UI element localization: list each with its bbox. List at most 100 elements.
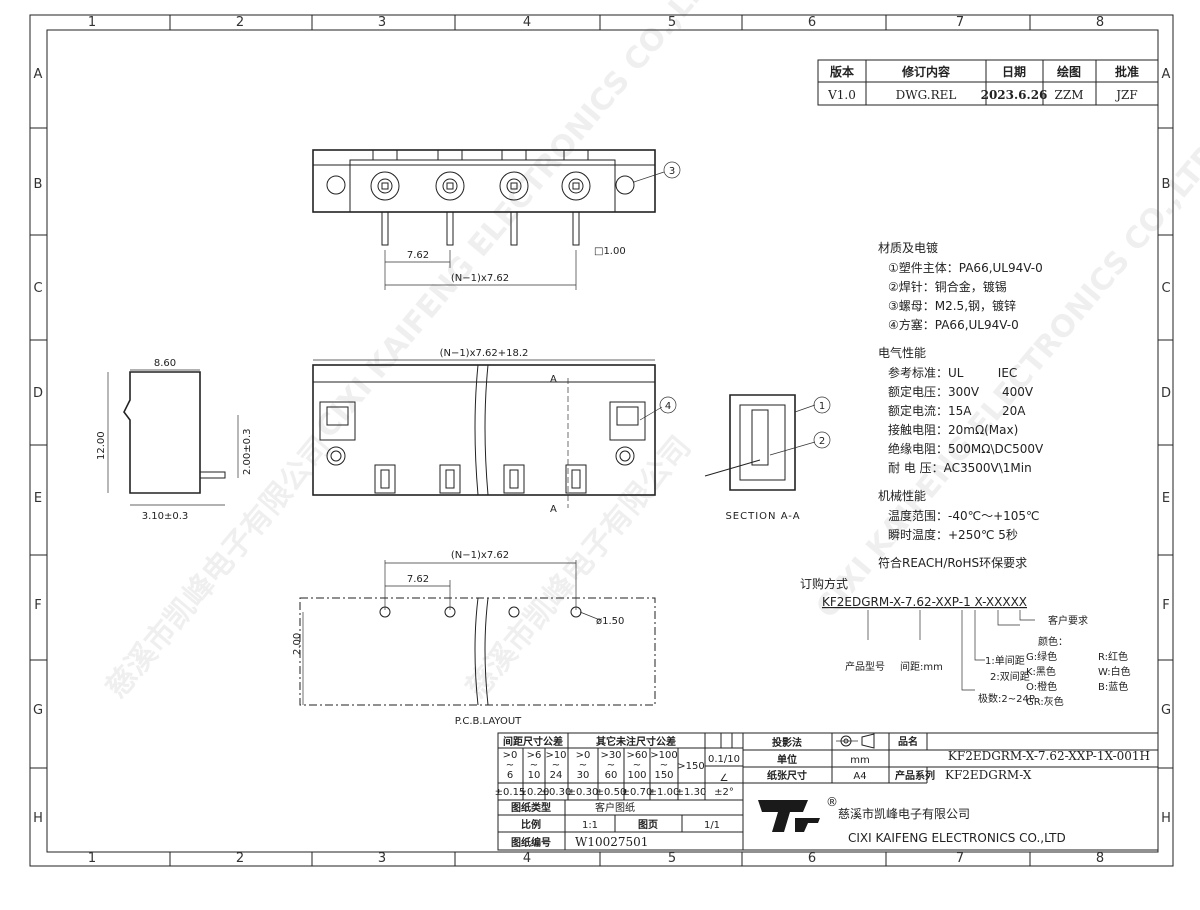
grid-col-label: 2: [236, 851, 244, 866]
section-mark: A: [550, 374, 557, 385]
dim-overall: (N−1)x7.62+18.2: [440, 348, 529, 359]
pcb-offset: 2.00: [292, 633, 303, 655]
front-view: (N−1)x7.62+18.2 A A 4: [312, 348, 677, 515]
grid-col-label: 8: [1096, 851, 1104, 866]
tol-range: 100: [627, 770, 646, 781]
paper-value: A4: [853, 771, 866, 782]
tol-range: >0: [576, 750, 591, 761]
spec-line: 接触电阻：20mΩ(Max): [888, 422, 1018, 437]
specs: 材质及电镀①塑件主体：PA66,UL94V-0②焊针：铜合金，镀锡③螺母：M2.…: [878, 241, 1044, 570]
grid-col-label: 8: [1096, 15, 1104, 30]
dim-pitch: 7.62: [407, 250, 429, 261]
grid-col-label: 2: [236, 15, 244, 30]
screw-terminal: [370, 149, 400, 246]
tol-range: >6: [527, 750, 542, 761]
spacing-option: 2:双间距: [990, 670, 1030, 683]
tol-range: 60: [605, 770, 618, 781]
grid-row-label: B: [34, 177, 43, 192]
rev-version: V1.0: [827, 88, 856, 102]
spec-line: ②焊针：铜合金，镀锡: [888, 279, 1007, 294]
grid-col-label: 5: [668, 15, 676, 30]
rev-header: 版本: [830, 64, 854, 79]
dim-height: 12.00: [96, 431, 107, 460]
screw-terminal: [499, 149, 529, 246]
page-value: 1/1: [704, 820, 720, 831]
tol-value: ±0.50: [596, 787, 627, 798]
pcb-layout: (N−1)x7.62 7.62 ø1.50 2.00 P.C.B.LAYOUT: [292, 550, 656, 727]
angle-icon: ∠: [720, 773, 729, 784]
tol-range: >150: [677, 761, 704, 772]
tol-range: 10: [528, 770, 541, 781]
tol-range: >10: [545, 750, 566, 761]
screw-terminal: [561, 149, 591, 246]
dim-width: 8.60: [154, 358, 176, 369]
svg-text:CIXI KAIFENG ELECTRONICS CO.,L: CIXI KAIFENG ELECTRONICS CO.,LTD: [309, 0, 727, 445]
pin-box: [503, 464, 525, 494]
callout-4: 4: [665, 401, 671, 412]
scale-label: 比例: [521, 818, 541, 831]
color-title: 颜色：: [1038, 635, 1068, 648]
projection-label: 投影法: [772, 736, 802, 749]
spec-section-title: 机械性能: [878, 488, 926, 503]
company-name-en: CIXI KAIFENG ELECTRONICS CO.,LTD: [848, 831, 1066, 845]
revision-table: 版本 修订内容 日期 绘图 批准 V1.0 DWG.REL 2023.6.26 …: [817, 59, 1159, 106]
name-label: 品名: [898, 735, 918, 748]
outer-frame: [29, 14, 1174, 867]
type-label: 图纸类型: [511, 801, 551, 814]
grid-row-label: E: [1162, 491, 1170, 506]
tol-value: ±0.15: [495, 787, 526, 798]
grid-col-label: 6: [808, 15, 816, 30]
grid-row-label: A: [34, 67, 43, 82]
grid-row-label: H: [1161, 811, 1171, 826]
dim-pin-offset: 3.10±0.3: [142, 511, 189, 522]
pitch-label: 间距:mm: [900, 660, 943, 673]
spec-line: 耐 电 压：AC3500V\1Min: [888, 461, 1032, 475]
tol-linear: 0.1/10: [708, 754, 740, 765]
rev-header: 日期: [1002, 64, 1026, 79]
title-block: 间距尺寸公差 其它未注尺寸公差 >0~6±0.15>6~10±0.20>10~2…: [495, 732, 1159, 851]
grid-row-label: C: [33, 281, 42, 296]
color-option: W:白色: [1098, 665, 1131, 678]
spec-line: ③螺母：M2.5,钢，镀锌: [888, 299, 1016, 313]
tol-range: ~: [530, 760, 538, 771]
tol-value: ±0.70: [622, 787, 653, 798]
tol-value: ±0.20: [519, 787, 550, 798]
grid-row-label: D: [33, 386, 43, 401]
model-label: 产品型号: [845, 660, 885, 673]
grid-col-label: 7: [956, 15, 964, 30]
grid-row-label: B: [1162, 177, 1171, 192]
tol-range: >60: [626, 750, 647, 761]
pcb-hole: [508, 606, 520, 618]
tol-header-spacing: 间距尺寸公差: [503, 735, 563, 748]
product-name: KF2EDGRM-X-7.62-XXP-1X-001H: [948, 749, 1150, 763]
grid-row-label: H: [33, 811, 43, 826]
grid-row-label: E: [34, 491, 42, 506]
rev-header: 绘图: [1057, 64, 1081, 79]
section-label: SECTION A-A: [725, 511, 800, 522]
svg-text:CIXI KAIFENG ELECTRONICS CO.,L: CIXI KAIFENG ELECTRONICS CO.,LTD: [809, 137, 1200, 625]
grid-row-label: C: [1161, 281, 1170, 296]
grid-col-label: 4: [523, 851, 531, 866]
type-value: 客户图纸: [595, 801, 635, 814]
series-label: 产品系列: [895, 769, 935, 782]
svg-text:慈溪市凯峰电子有限公司: 慈溪市凯峰电子有限公司: [99, 430, 338, 705]
poles: 极数:2~24P: [978, 692, 1035, 705]
grid-row-label: F: [1162, 598, 1169, 613]
pcb-span: (N−1)x7.62: [451, 550, 509, 561]
tol-range: >0: [503, 750, 518, 761]
spec-line: ①塑件主体：PA66,UL94V-0: [888, 260, 1043, 275]
grid-col-label: 1: [88, 15, 96, 30]
projection-symbol-icon: [836, 733, 875, 749]
inner-frame: [46, 29, 1159, 853]
section-a-a: 1 2 SECTION A-A: [704, 394, 831, 522]
rev-drawn: ZZM: [1055, 88, 1084, 102]
grid-row-label: F: [34, 598, 41, 613]
pin-box: [439, 464, 461, 494]
section-mark: A: [550, 504, 557, 515]
number-label: 图纸编号: [511, 836, 551, 849]
number-value: W10027501: [575, 835, 648, 849]
tol-angle: ±2°: [714, 787, 734, 798]
